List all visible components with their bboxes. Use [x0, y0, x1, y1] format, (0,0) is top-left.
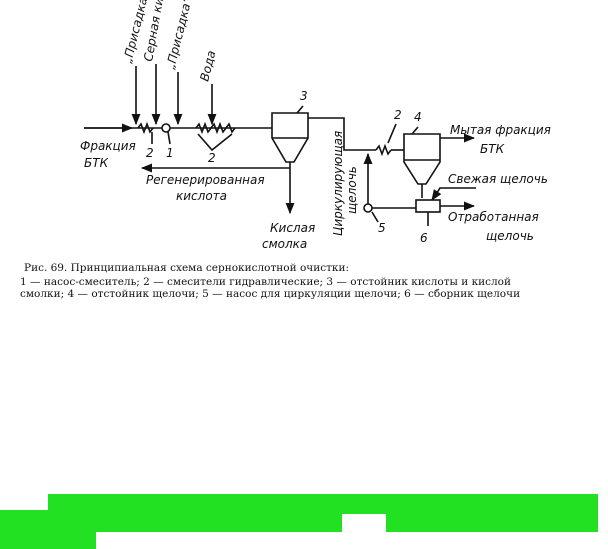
label-spent-alkali: щелочь: [486, 229, 534, 243]
num-2b: 2: [208, 151, 216, 165]
label-fraction: Фракция: [80, 139, 136, 153]
green-highlight-bottom: [0, 528, 96, 549]
settler-4: [403, 133, 441, 185]
num-2c: 2: [394, 108, 402, 122]
label-regenerated: Регенерированная: [146, 173, 265, 187]
mixer-2c: [375, 143, 392, 157]
green-highlight-left: [0, 510, 342, 532]
label-prisadka-2: „Присадка”: [163, 0, 195, 71]
label-fresh-alkali: Свежая щелочь: [448, 172, 548, 186]
caption-title: Рис. 69. Принципиальная схема сернокисло…: [24, 262, 350, 274]
mixer-2b: [195, 121, 236, 135]
label-circulating: Циркулирующая: [331, 131, 345, 236]
num-4: 4: [414, 110, 422, 124]
green-highlight-right: [386, 510, 598, 532]
figure-caption: Рис. 69. Принципиальная схема сернокисло…: [20, 262, 608, 300]
label-spent: Отработанная: [448, 210, 539, 224]
mixer-2a: [137, 121, 154, 135]
num-1: 1: [166, 146, 174, 160]
label-acid-tar-2: смолка: [262, 237, 307, 251]
transfer-line: [308, 117, 376, 151]
label-washed-fraction: Мытая фракция: [450, 123, 551, 137]
label-btk: БТК: [84, 156, 109, 170]
collector-6: [415, 199, 441, 213]
label-water: Вода: [197, 49, 218, 83]
num-2a: 2: [146, 146, 154, 160]
label-acid-tar-1: Кислая: [270, 221, 315, 235]
label-acid: кислота: [176, 189, 227, 203]
label-washed-btk: БТК: [480, 142, 505, 156]
label-circulating-alkali: щелочь: [345, 166, 359, 214]
num-5: 5: [378, 221, 386, 235]
caption-legend-line-2: смолки; 4 — отстойник щелочи; 5 — насос …: [20, 288, 521, 300]
pump-5: [363, 203, 373, 213]
process-diagram: „Присадка” Серная кислота „Присадка” Вод…: [80, 0, 551, 251]
pump-mixer-1: [161, 123, 171, 133]
green-highlight-top: [48, 494, 598, 514]
num-3: 3: [300, 89, 308, 103]
caption-legend-line-1: 1 — насос-смеситель; 2 — смесители гидра…: [20, 276, 512, 288]
num-6: 6: [420, 231, 428, 245]
fresh-alkali-line: [431, 187, 476, 201]
